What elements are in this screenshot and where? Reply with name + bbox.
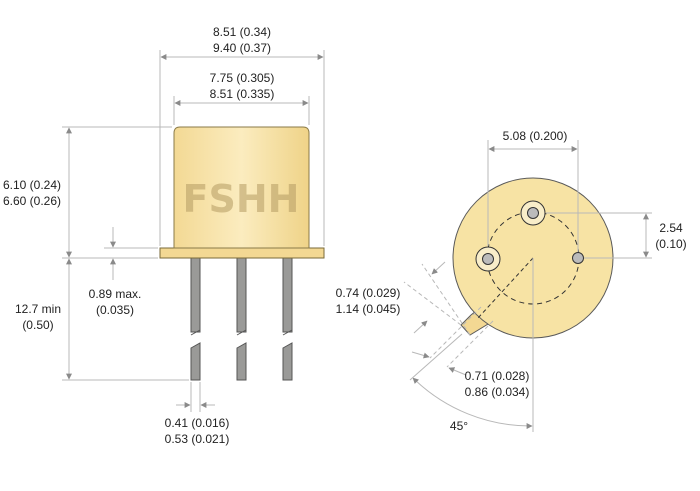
cap-width-max-label: 8.51 (0.335) bbox=[210, 87, 275, 101]
flange-width-max-label: 9.40 (0.37) bbox=[213, 41, 271, 55]
pin-offset-inch-label: (0.10) bbox=[655, 237, 686, 251]
watermark: FSHH bbox=[183, 177, 300, 221]
flange-thickness-inch-label: (0.035) bbox=[96, 303, 134, 317]
tab-width-min-label: 0.74 (0.029) bbox=[336, 286, 401, 300]
lead-length-inch-label: (0.50) bbox=[22, 318, 53, 332]
flange-width-min-label: 8.51 (0.34) bbox=[213, 25, 271, 39]
pin-offset-label: 2.54 bbox=[659, 221, 683, 235]
side-view: FSHH bbox=[159, 126, 325, 381]
pin-left bbox=[475, 246, 501, 272]
lead-right-lower bbox=[282, 342, 293, 381]
lead-center bbox=[236, 257, 247, 333]
pin-right bbox=[572, 252, 584, 264]
tab-length-max-label: 0.86 (0.034) bbox=[465, 385, 530, 399]
tab-width-max-label: 1.14 (0.045) bbox=[336, 302, 401, 316]
tab-length-min-label: 0.71 (0.028) bbox=[465, 369, 530, 383]
lead-diameter-min-label: 0.41 (0.016) bbox=[165, 416, 230, 430]
flange-thickness-label: 0.89 max. bbox=[89, 287, 142, 301]
lead-center-lower bbox=[236, 342, 247, 381]
tab-angle-label: 45° bbox=[450, 419, 468, 433]
side-dimensions bbox=[62, 50, 325, 412]
flange bbox=[159, 247, 325, 259]
cap-width-min-label: 7.75 (0.305) bbox=[210, 71, 275, 85]
lead-diameter-max-label: 0.53 (0.021) bbox=[165, 432, 230, 446]
cap-height-min-label: 6.10 (0.24) bbox=[3, 178, 61, 192]
pin-top bbox=[520, 200, 546, 226]
pin-circle-label: 5.08 (0.200) bbox=[503, 129, 568, 143]
bottom-dimensions bbox=[403, 140, 652, 432]
cap-body bbox=[173, 126, 310, 249]
lead-left-lower bbox=[190, 342, 201, 381]
cap-height-max-label: 6.60 (0.26) bbox=[3, 194, 61, 208]
lead-left bbox=[190, 257, 201, 333]
lead-length-label: 12.7 min bbox=[15, 302, 61, 316]
lead-right bbox=[282, 257, 293, 333]
